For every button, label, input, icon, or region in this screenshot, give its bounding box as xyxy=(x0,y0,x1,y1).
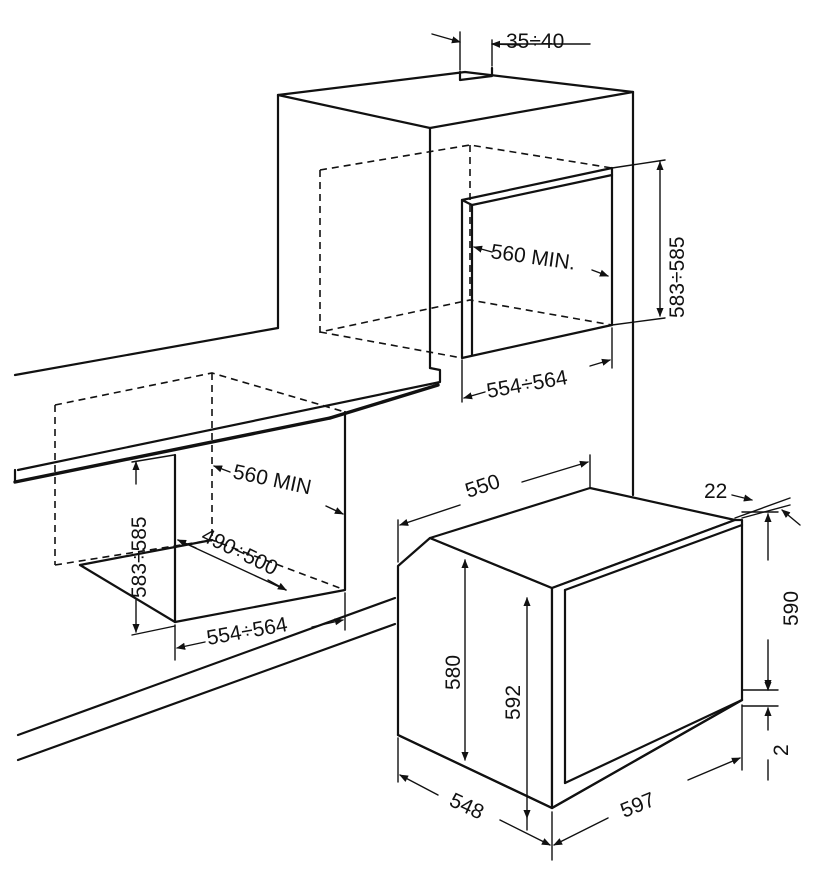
label-oven-door-thick: 22 xyxy=(704,480,727,503)
label-oven-side-depth: 548 xyxy=(446,789,487,825)
label-column-depth: 560 MIN. xyxy=(489,240,577,275)
label-oven-top-depth: 550 xyxy=(462,470,502,503)
undercounter-cabinet xyxy=(54,372,347,624)
worktop xyxy=(13,326,442,762)
column-cabinet xyxy=(276,66,635,497)
label-gap-top: 35÷40 xyxy=(506,30,564,53)
label-column-height: 583÷585 xyxy=(666,236,689,318)
label-under-diag: 490÷500 xyxy=(198,524,281,580)
label-under-width: 554÷564 xyxy=(205,613,290,650)
label-oven-door-height: 590 xyxy=(780,591,803,626)
label-oven-bottom-gap: 2 xyxy=(770,744,793,756)
label-oven-front-height: 592 xyxy=(502,685,525,720)
dimension-lines xyxy=(131,31,801,861)
label-under-height: 583÷585 xyxy=(128,516,151,598)
label-oven-width: 597 xyxy=(617,788,658,822)
oven xyxy=(396,486,744,810)
label-oven-body-height: 580 xyxy=(442,655,465,690)
label-under-depth: 560 MIN xyxy=(231,460,313,499)
label-column-width: 554÷564 xyxy=(485,366,570,403)
